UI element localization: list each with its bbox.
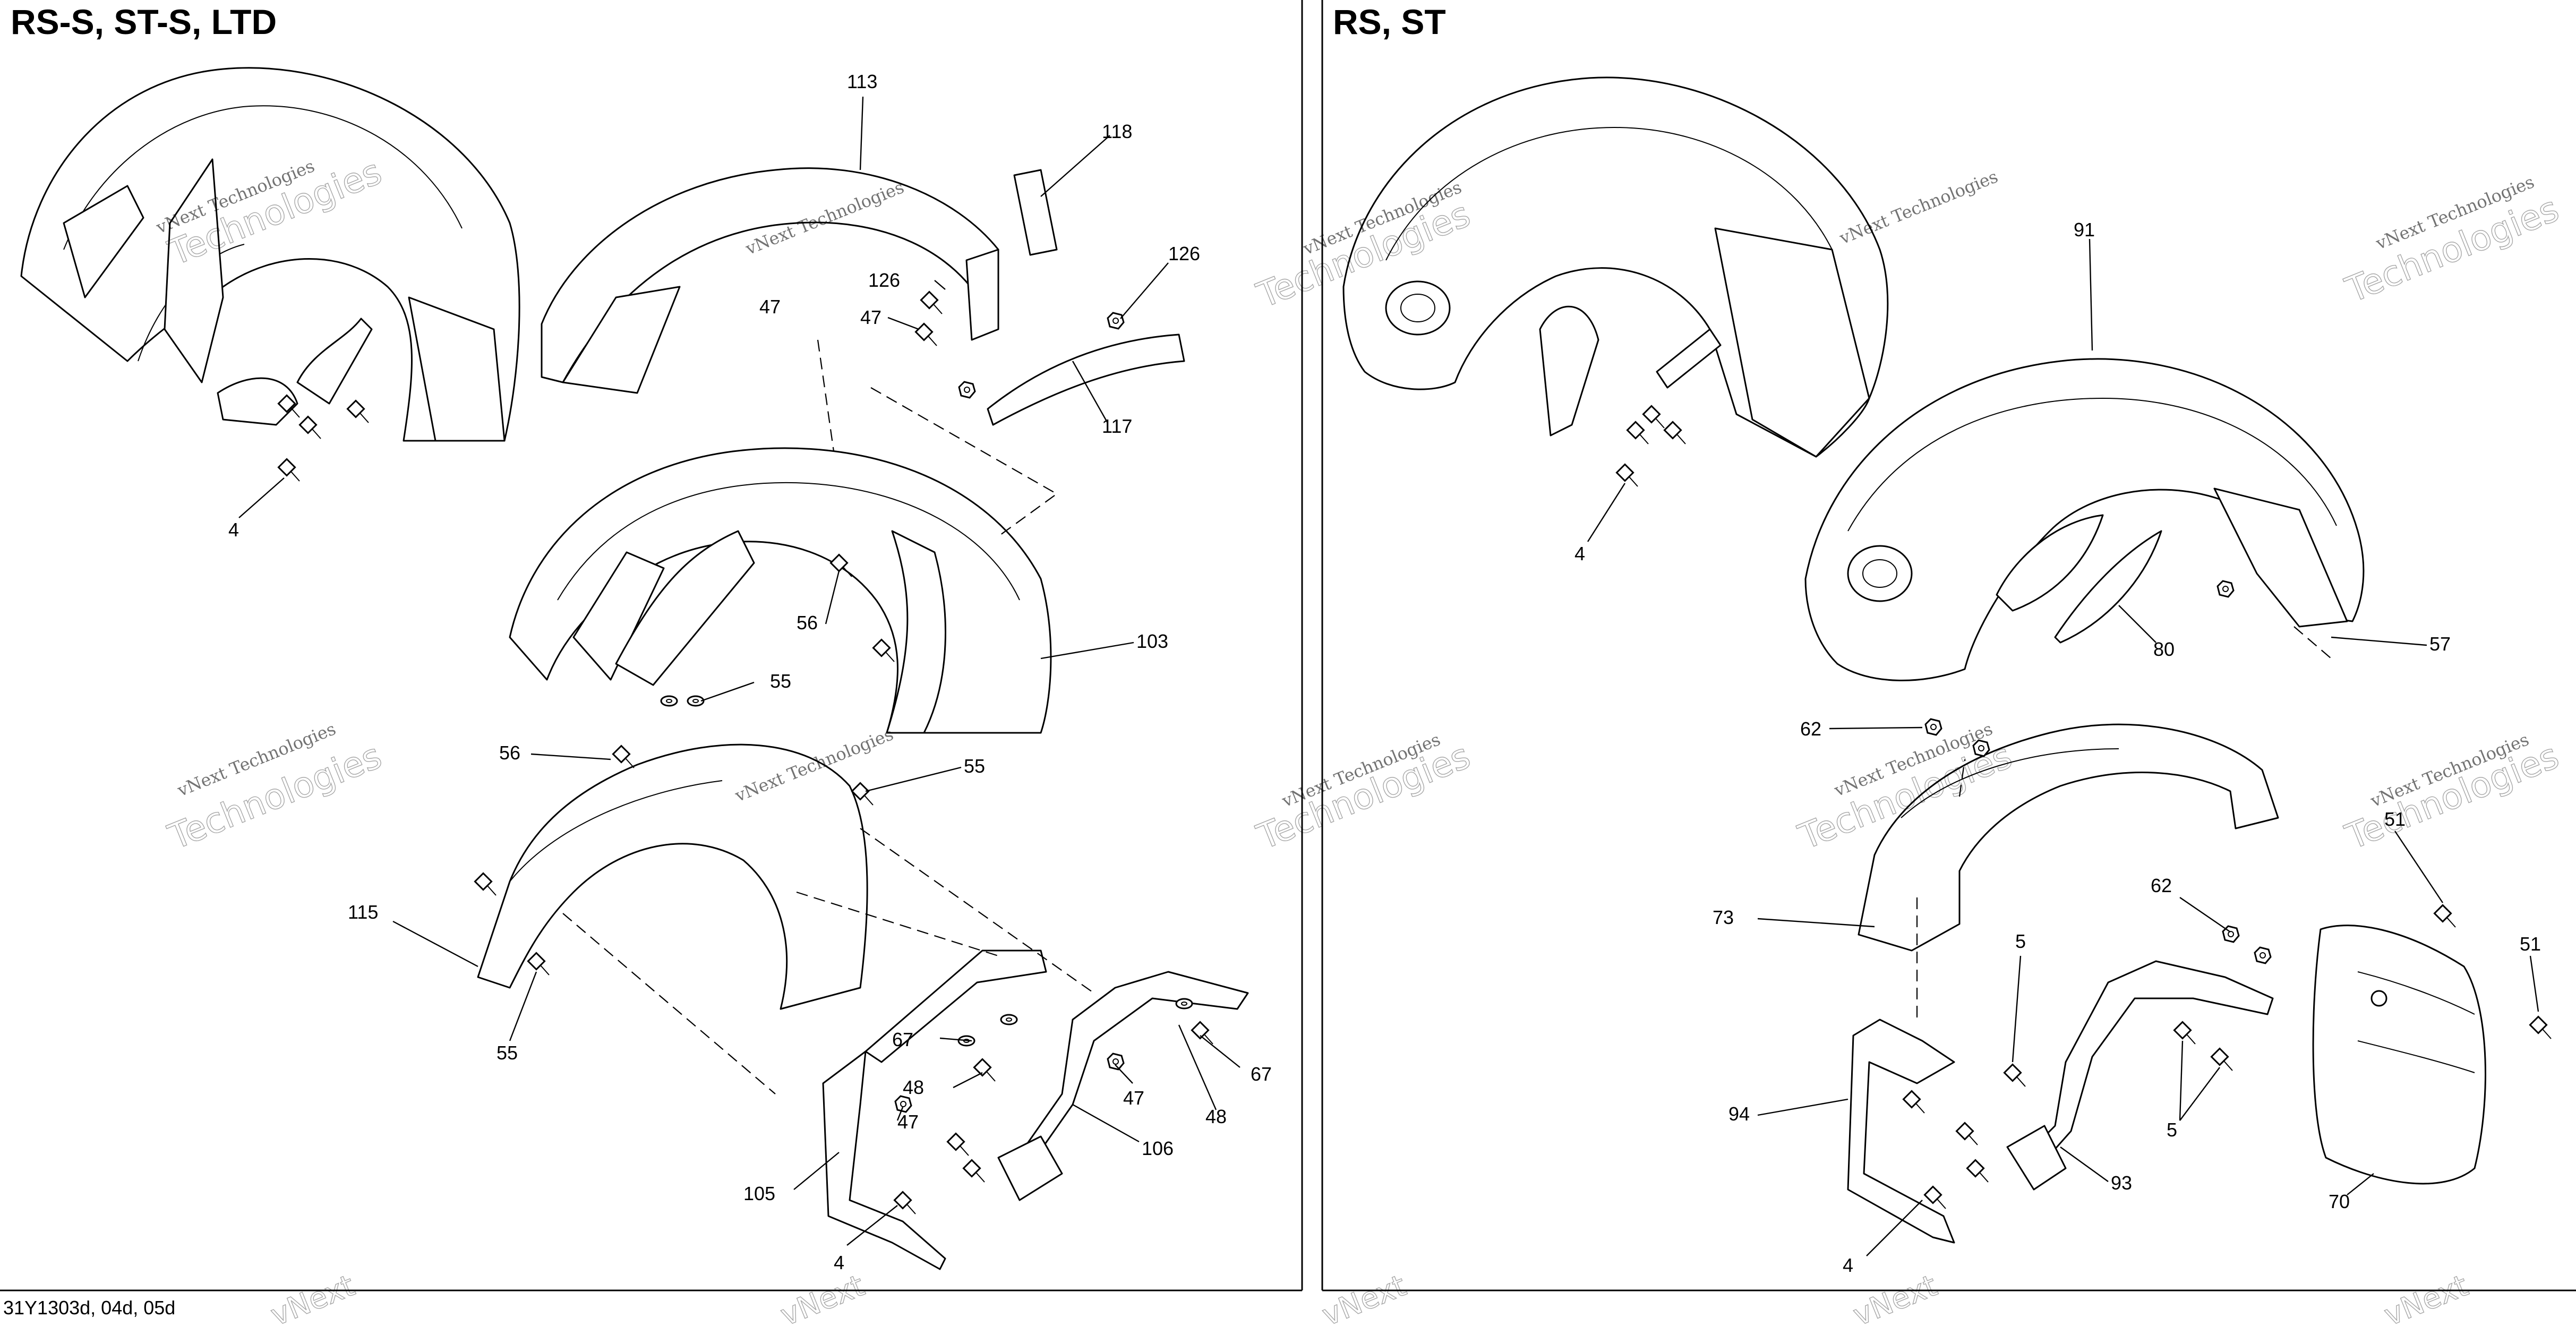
callout-117: 117 <box>1102 415 1132 437</box>
watermark-outline: vNext <box>1848 1268 1942 1326</box>
right-assembly: 91 4 80 57 62 73 51 62 5 51 94 5 93 70 4 <box>1342 76 2552 1276</box>
watermark-outline: vNext <box>266 1268 360 1326</box>
callout-56: 56 <box>499 742 520 764</box>
panel-title-left: RS-S, ST-S, LTD <box>11 2 277 41</box>
callout-47: 47 <box>860 306 882 328</box>
callout-47: 47 <box>759 296 781 318</box>
callout-57: 57 <box>2429 633 2451 655</box>
callout-51: 51 <box>2384 808 2406 830</box>
callout-62: 62 <box>2151 875 2172 896</box>
stay-73 <box>1858 718 2279 952</box>
callout-93: 93 <box>2111 1172 2132 1194</box>
callout-73: 73 <box>1713 906 1734 928</box>
alignment-lines-right <box>1916 626 2332 1020</box>
callout-5: 5 <box>2015 930 2026 952</box>
callout-56: 56 <box>797 612 818 634</box>
callout-113: 113 <box>847 71 877 92</box>
callout-4: 4 <box>228 519 239 541</box>
alignment-lines-left <box>562 339 1094 1094</box>
watermark-outline: vNext <box>1317 1268 1411 1326</box>
callout-5: 5 <box>2167 1119 2177 1141</box>
callout-47: 47 <box>1123 1087 1144 1109</box>
callouts-right: 91 4 80 57 62 73 51 62 5 51 94 5 93 70 4 <box>1574 219 2541 1276</box>
callout-103: 103 <box>1136 630 1168 652</box>
fender-103 <box>509 447 1052 734</box>
rail-113 <box>541 167 999 394</box>
callout-47: 47 <box>897 1111 919 1133</box>
watermark-text: vNext Technologies <box>1836 166 2001 249</box>
callout-80: 80 <box>2153 638 2175 660</box>
callout-62: 62 <box>1800 718 1821 740</box>
strip-117 <box>987 333 1185 426</box>
callout-118: 118 <box>1102 121 1132 142</box>
panel-frames <box>0 0 2576 1291</box>
watermark-outline: vNext <box>2380 1268 2473 1326</box>
callout-4: 4 <box>834 1252 844 1273</box>
callout-126: 126 <box>1168 243 1200 264</box>
leaders-left <box>238 96 1240 1246</box>
callout-48: 48 <box>903 1076 924 1098</box>
callout-94: 94 <box>1728 1103 1750 1125</box>
cap-118 <box>1013 169 1058 256</box>
trim-80 <box>2054 530 2162 644</box>
drawing-code: 31Y1303d, 04d, 05d <box>3 1297 175 1319</box>
bracket-105-106 <box>822 949 1249 1270</box>
callout-55: 55 <box>770 670 791 692</box>
leaders-right <box>1587 238 2539 1256</box>
callout-67: 67 <box>1251 1063 1272 1085</box>
callout-67: 67 <box>892 1029 913 1050</box>
callout-91: 91 <box>2074 219 2095 241</box>
callout-115: 115 <box>348 901 378 923</box>
callout-4: 4 <box>1843 1254 1853 1276</box>
callout-106: 106 <box>1142 1137 1174 1159</box>
fender-assembled-left <box>20 67 520 482</box>
callout-4: 4 <box>1574 543 1585 564</box>
fender-assembled-right <box>1342 76 1889 487</box>
callout-105: 105 <box>743 1183 775 1204</box>
callouts-left: 113 118 126 47 126 47 117 4 56 103 55 56… <box>228 71 1272 1273</box>
bracket-94-93 <box>1847 925 2274 1244</box>
callout-55: 55 <box>964 755 985 777</box>
panel-title-right: RS, ST <box>1333 2 1446 41</box>
callout-48: 48 <box>1205 1106 1227 1127</box>
watermark-outline: vNext <box>776 1268 869 1326</box>
panel-70 <box>2312 904 2552 1185</box>
left-assembly: 113 118 126 47 126 47 117 4 56 103 55 56… <box>20 67 1272 1273</box>
callout-70: 70 <box>2329 1191 2350 1212</box>
callout-55: 55 <box>497 1042 518 1064</box>
callout-51: 51 <box>2520 933 2541 955</box>
callout-126: 126 <box>868 269 900 291</box>
liner-115 <box>474 743 874 1010</box>
fender-91 <box>1804 358 2365 681</box>
